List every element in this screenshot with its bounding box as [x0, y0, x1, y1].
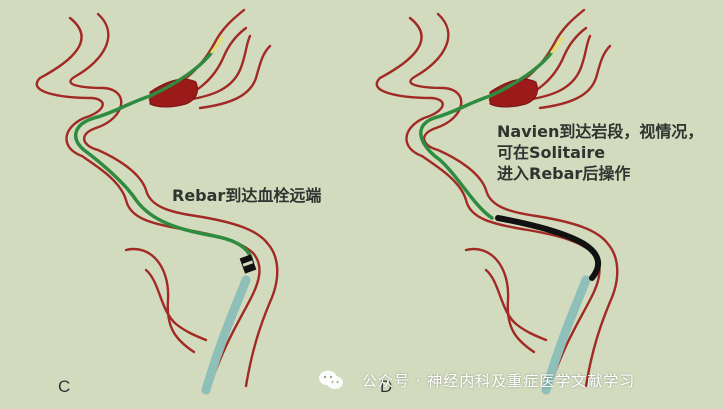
watermark: 公众号 · 神经内科及重症医学文献学习	[318, 367, 635, 393]
annotation-panel-d: Navien到达岩段，视情况， 可在Solitaire 进入Rebar后操作	[497, 121, 703, 184]
panel-label-d: D	[380, 377, 393, 396]
panel-c-vessel	[37, 10, 278, 390]
wechat-icon	[319, 370, 343, 389]
catheter-junction-gap	[242, 260, 254, 267]
rebar-tip	[210, 36, 224, 54]
rebar-wire	[419, 50, 554, 220]
rebar-wire	[73, 50, 254, 264]
rebar-tip	[550, 36, 564, 54]
navien-catheter	[495, 215, 602, 281]
annotation-line: 进入Rebar后操作	[497, 164, 631, 183]
watermark-text: 公众号 · 神经内科及重症医学文献学习	[362, 371, 636, 390]
annotation-line: 可在Solitaire	[497, 143, 606, 162]
annotation-panel-c: Rebar到达血栓远端	[172, 186, 321, 206]
panel-d-vessel	[377, 10, 618, 390]
annotation-line: Navien到达岩段，视情况，	[497, 122, 704, 141]
panel-label-c: C	[58, 377, 71, 396]
annotation-line: Rebar到达血栓远端	[172, 186, 322, 205]
